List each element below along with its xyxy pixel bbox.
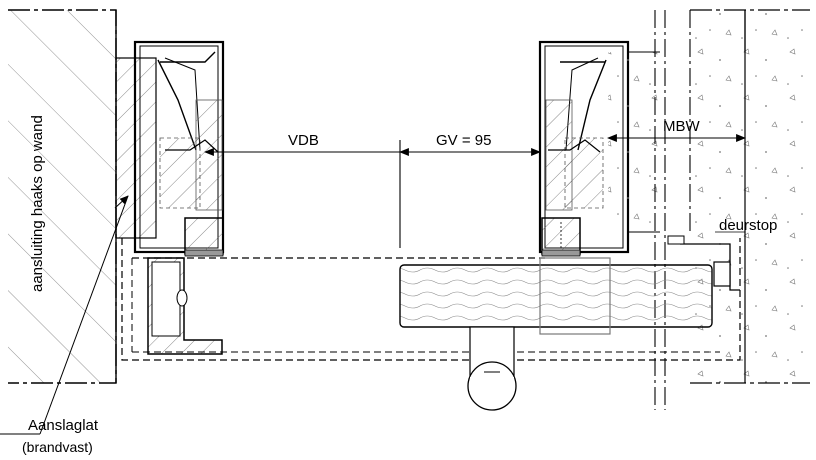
door-handle (467, 326, 517, 411)
stop-strip-label: Aanslaglat (28, 417, 99, 434)
door-leaf (399, 257, 713, 335)
left-frame-profile (133, 40, 225, 257)
left-wall (8, 9, 117, 384)
right-concrete-wall (608, 9, 810, 384)
leader-lines (0, 195, 745, 435)
break-lines (654, 10, 691, 410)
doorstop-label: deurstop (719, 217, 777, 234)
dimension-lines (204, 134, 746, 248)
stop-strip-note: (brandvast) (22, 439, 93, 455)
mbw-label: MBW (663, 118, 701, 135)
lower-left-profile (147, 257, 223, 355)
wall-connection-label: aansluiting haaks op wand (29, 115, 46, 292)
gv-label: GV = 95 (436, 132, 491, 149)
vdb-label: VDB (288, 132, 319, 149)
dashed-outline (121, 238, 741, 361)
door-stop (667, 235, 740, 291)
